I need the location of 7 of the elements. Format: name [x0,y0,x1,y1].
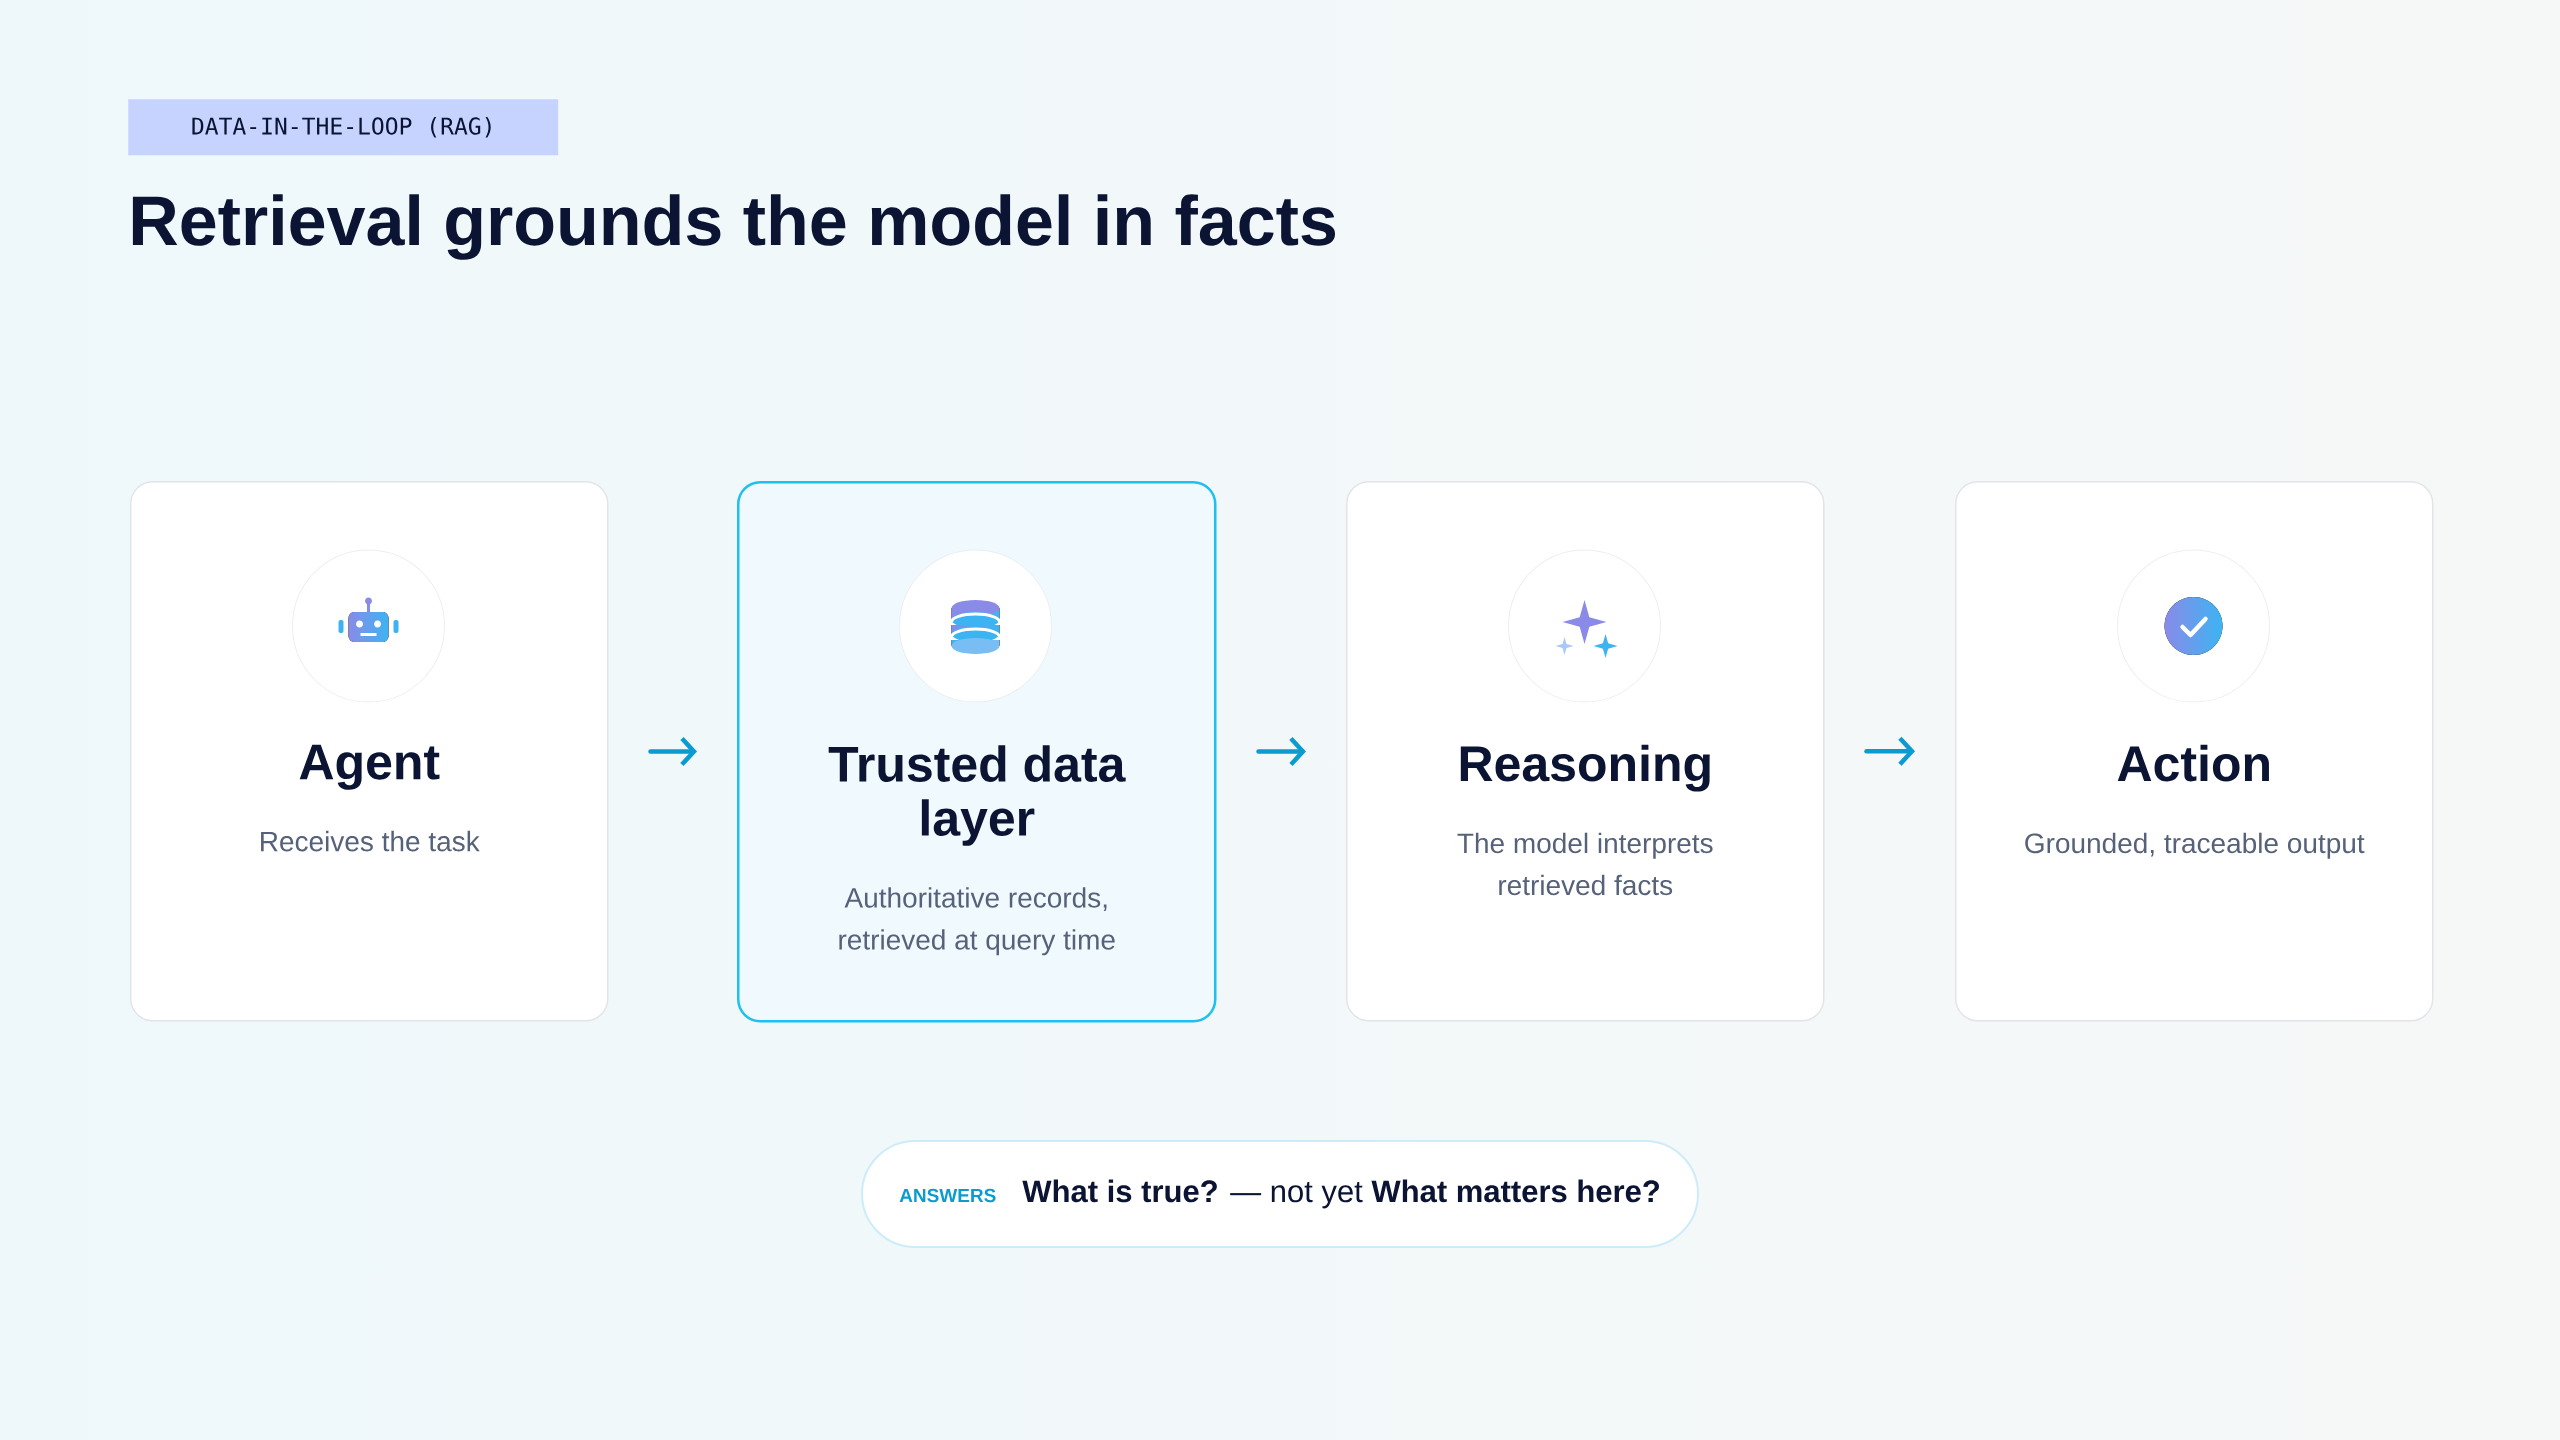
answer-pill: ANSWERS What is true? — not yet What matters here? [861,1140,1699,1248]
step-card: Agent Receives the task [130,481,609,1022]
tag-label: DATA-IN-THE-LOOP (RAG) [128,99,559,156]
step-card: Reasoning The model interprets retrieved facts [1346,481,1825,1022]
title: Retrieval grounds the model in facts [132,194,1335,260]
step-card: Trusted data layer Authoritative records, retrieved at query time [737,481,1217,1023]
step-card: Action Grounded, traceable output [1955,481,2434,1022]
